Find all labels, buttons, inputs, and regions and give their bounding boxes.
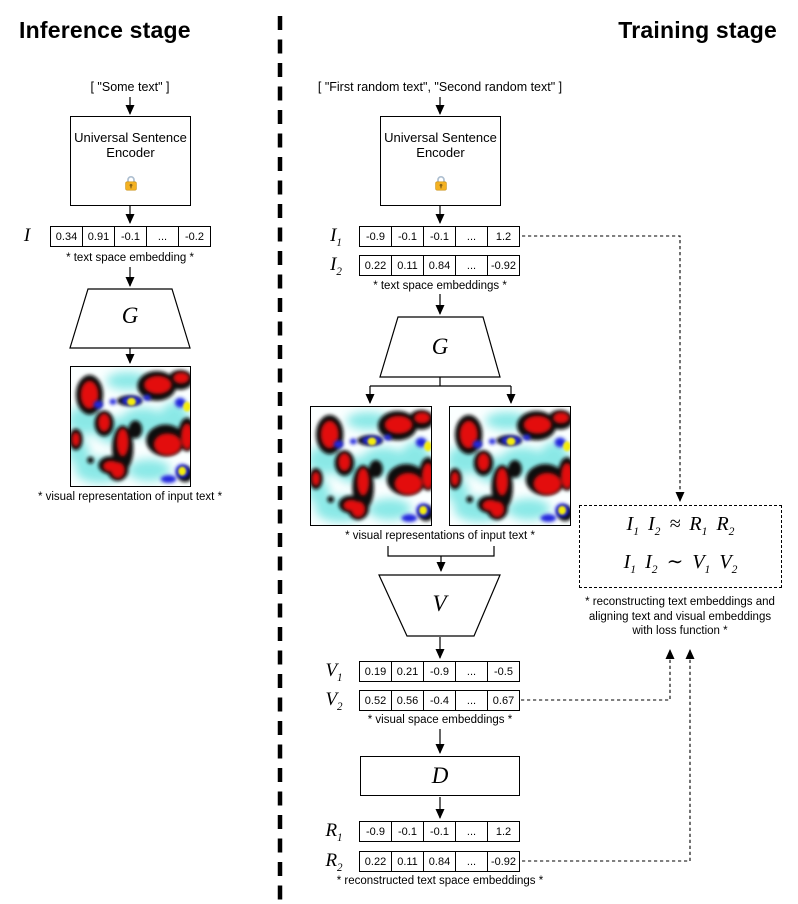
reconstructed-embeddings-caption: * reconstructed text space embeddings * [336,875,544,887]
vector-label-i1: I1 [330,225,342,249]
loss-caption: * reconstructing text embeddings and ali… [565,595,795,639]
vector-cell: -0.5 [487,662,519,681]
generated-image-inference [70,366,191,487]
vector-label-r2: R2 [325,850,343,874]
loss-equation-alignment: I1 I2 ∼ V1 V2 [623,550,738,576]
visual-encoder-label: V [432,591,447,616]
vector-cell: ... [455,852,487,871]
vector-cell: 0.11 [391,256,423,275]
lock-icon [434,176,447,191]
visual-representation-caption: * visual representation of input text * [37,491,223,503]
embedding-vector-v2: 0.52 0.56 -0.4 ... 0.67 [359,690,520,711]
vector-cell: -0.4 [423,691,455,710]
training-stage-title: Training stage [618,17,777,43]
embedding-vector-v1: 0.19 0.21 -0.9 ... -0.5 [359,661,520,682]
dashed-connector-r2-to-loss [522,649,695,862]
visual-representations-caption: * visual representations of input text * [345,530,535,542]
universal-sentence-encoder-box-training: Universal Sentence Encoder [380,116,501,206]
training-input-text: [ "First random text", "Second random te… [317,80,563,94]
loss-function-box: I1 I2 ≈ R1 R2 I1 I2 ∼ V1 V2 [579,505,782,588]
generator-label-inference: G [121,303,139,328]
generated-image-training-2 [449,406,571,526]
vector-label-v1: V1 [325,660,343,684]
decoder-box: D [360,756,520,796]
vector-cell: -0.1 [423,227,455,246]
vector-cell: 0.11 [391,852,423,871]
dashed-connector-v2-to-loss [521,649,675,701]
vector-label-i: I [23,225,31,246]
vector-cell: 0.22 [364,259,387,272]
lock-icon [124,176,137,191]
vector-label-i2: I2 [330,254,342,278]
visual-space-embeddings-caption: * visual space embeddings * [367,714,513,726]
vector-cell: -0.1 [114,227,146,246]
vector-cell: 0.21 [391,662,423,681]
encoder-label: Universal Sentence Encoder [74,130,187,160]
vector-cell: -0.1 [391,227,423,246]
vector-cell: ... [146,227,178,246]
encoder-label: Universal Sentence Encoder [384,130,497,160]
vector-cell: -0.9 [366,230,385,243]
vector-cell: ... [455,227,487,246]
vector-cell: 0.91 [82,227,114,246]
decoder-label: D [431,763,449,788]
inference-stage-title: Inference stage [19,17,191,43]
vector-cell: ... [455,691,487,710]
vector-cell: -0.1 [391,822,423,841]
vector-cell: 0.19 [364,665,387,678]
universal-sentence-encoder-box-inference: Universal Sentence Encoder [70,116,191,206]
text-space-embedding-caption: * text space embedding * [66,252,194,264]
vector-cell: -0.2 [178,227,210,246]
loss-caption-line: with loss function * [632,625,728,637]
generator-output-split-line [370,377,511,387]
generated-image-training-1 [310,406,432,526]
embedding-vector-i2: 0.22 0.11 0.84 ... -0.92 [359,255,520,276]
vector-cell: 0.84 [423,256,455,275]
text-space-embeddings-caption: * text space embeddings * [373,280,507,292]
loss-caption-line: aligning text and visual embeddings [588,610,772,623]
vector-cell: 1.2 [487,822,519,841]
embedding-vector-r2: 0.22 0.11 0.84 ... -0.92 [359,851,520,872]
embedding-vector-r1: -0.9 -0.1 -0.1 ... 1.2 [359,821,520,842]
vector-cell: 0.56 [391,691,423,710]
embedding-vector-i1: -0.9 -0.1 -0.1 ... 1.2 [359,226,520,247]
inference-input-text: [ "Some text" ] [90,80,170,94]
generator-label-training: G [431,334,449,359]
vector-label-r1: R1 [325,820,343,844]
vector-cell: 0.52 [364,694,387,707]
vector-cell: 0.22 [364,855,387,868]
vector-cell: -0.92 [487,256,519,275]
images-gather-bracket [387,546,495,557]
vector-cell: -0.9 [423,662,455,681]
vector-cell: 0.34 [55,230,78,243]
vector-cell: -0.9 [366,825,385,838]
vector-cell: 0.84 [423,852,455,871]
vector-cell: ... [455,256,487,275]
loss-equation-reconstruction: I1 I2 ≈ R1 R2 [626,512,735,538]
vector-label-v2: V2 [325,689,343,713]
vector-cell: -0.92 [487,852,519,871]
vector-cell: ... [455,822,487,841]
embedding-vector-i: 0.34 0.91 -0.1 ... -0.2 [50,226,211,247]
vector-cell: ... [455,662,487,681]
vector-cell: 0.67 [487,691,519,710]
vector-cell: 1.2 [487,227,519,246]
loss-caption-line: * reconstructing text embeddings and [585,596,775,608]
vector-cell: -0.1 [423,822,455,841]
